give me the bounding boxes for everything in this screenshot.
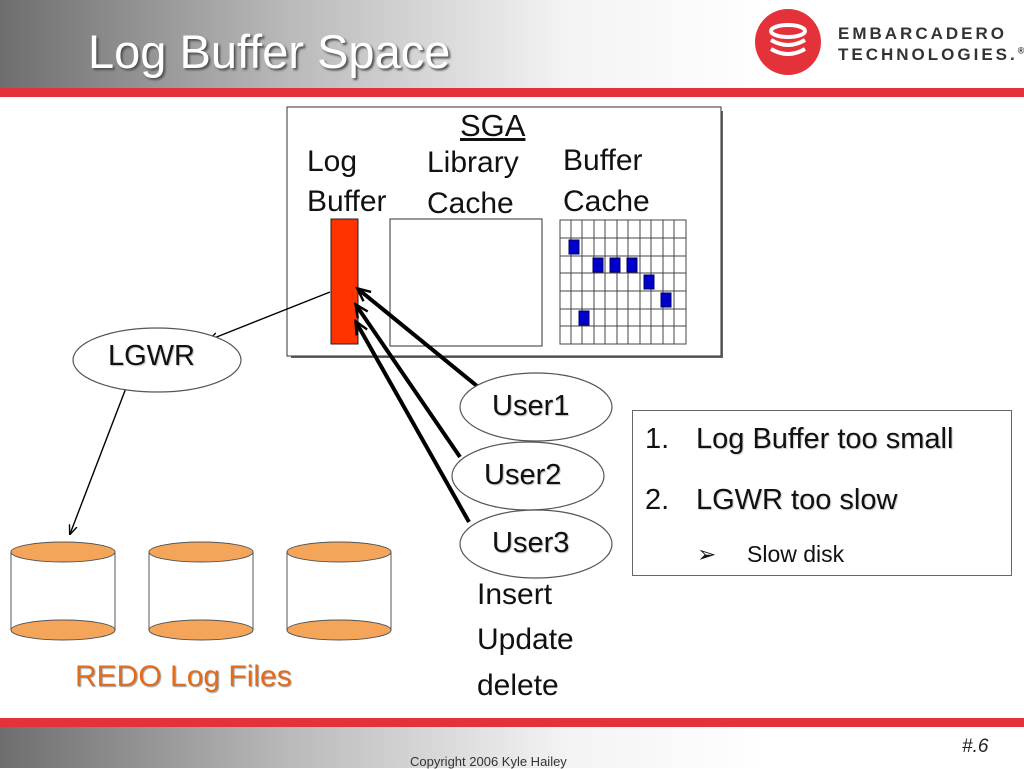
arrow-user1-to-logbuffer	[358, 289, 479, 388]
cause-2-text: LGWR too slow	[696, 484, 898, 516]
log-buffer-label-line2: Buffer	[307, 185, 387, 218]
registered-mark: ®	[1018, 45, 1024, 55]
header-band	[0, 0, 1024, 88]
log-buffer-label-line1: Log	[307, 145, 358, 178]
user1-oval	[459, 372, 613, 442]
lgwr-label: LGWR	[108, 340, 195, 372]
slide-number: #.6	[962, 736, 989, 757]
slide-title: Log Buffer Space	[88, 25, 451, 78]
user2-label: User2	[484, 459, 562, 491]
arrow-logbuffer-to-lgwr	[209, 291, 331, 340]
library-cache-box	[389, 218, 543, 347]
arrow-lgwr-to-redo	[70, 387, 127, 534]
logo-wordmark-text: TECHNOLOGIES.	[838, 45, 1018, 64]
log-buffer-bar	[330, 218, 359, 345]
cause-1-number: 1.	[645, 423, 670, 455]
redo-log-file-3	[286, 541, 392, 641]
buffer-cache-dirty-blocks	[568, 239, 672, 326]
lgwr-oval	[72, 327, 242, 393]
copyright-text: Copyright 2006 Kyle Hailey	[410, 754, 567, 769]
logo-wordmark-line1: EMBARCADERO	[838, 24, 1007, 43]
arrow-bullet-icon: ➢	[697, 541, 717, 567]
embarcadero-logo-icon	[755, 9, 821, 75]
library-cache-label-line1: Library	[427, 146, 519, 179]
buffer-cache-grid	[559, 219, 687, 345]
operation-delete: delete	[477, 669, 559, 702]
redo-log-file-1	[10, 541, 116, 641]
buffer-cache-label-line1: Buffer	[563, 144, 643, 177]
user3-oval	[459, 509, 613, 579]
arrow-user2-to-logbuffer	[356, 305, 462, 459]
user3-label: User3	[492, 527, 570, 559]
buffer-cache-label-line2: Cache	[563, 185, 650, 218]
redo-log-files-label: REDO Log Files	[75, 660, 292, 693]
operation-insert: Insert	[477, 578, 553, 611]
redo-log-file-2	[148, 541, 254, 641]
causes-box: 1. Log Buffer too small 2. LGWR too slow…	[632, 410, 1012, 576]
cause-2-number: 2.	[645, 484, 670, 516]
header-rule	[0, 88, 1024, 97]
operation-update: Update	[477, 623, 574, 656]
cause-1-text: Log Buffer too small	[696, 423, 954, 455]
user1-label: User1	[492, 390, 570, 422]
footer-rule	[0, 718, 1024, 727]
logo-wordmark-line2: TECHNOLOGIES.®	[838, 45, 1024, 65]
library-cache-label-line2: Cache	[427, 187, 514, 220]
cause-2-sub-bullet: Slow disk	[747, 541, 845, 567]
sga-label: SGA	[460, 108, 526, 143]
arrow-user3-to-logbuffer	[356, 322, 471, 523]
